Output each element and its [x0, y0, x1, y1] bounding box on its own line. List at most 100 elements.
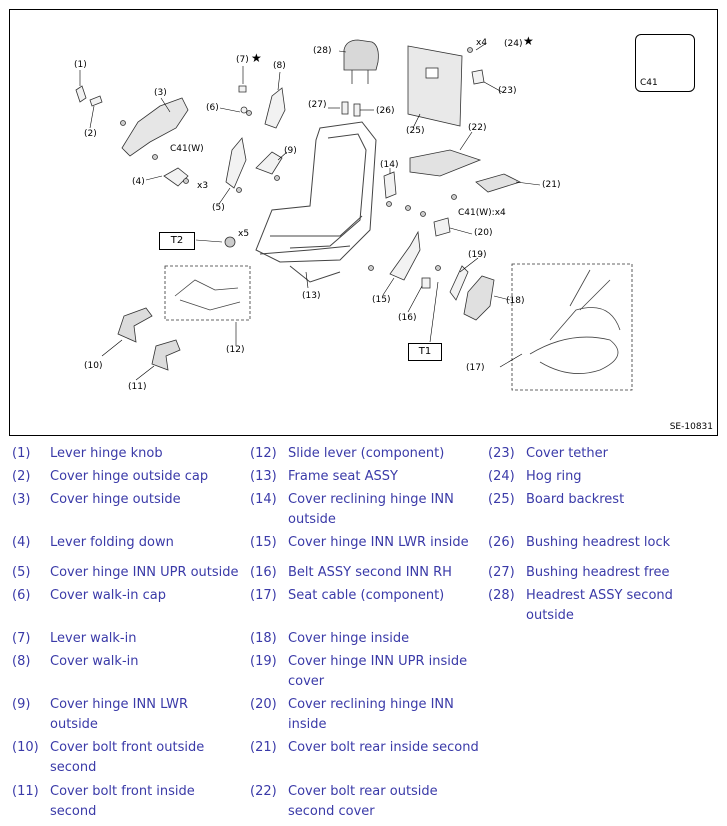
legend-number: (16) — [250, 565, 277, 580]
qty-x4-label: x4 — [476, 38, 488, 48]
callout-10: (10) — [84, 361, 103, 371]
legend-number: (19) — [250, 654, 277, 669]
legend-label: Cover bolt rear outside second cover — [288, 784, 438, 819]
cover-hinge-inn-upr-outside-part — [225, 137, 247, 189]
board-backrest-part — [407, 45, 463, 127]
legend-label: Cover bolt front inside second — [50, 784, 195, 819]
callout-21: (21) — [542, 180, 561, 190]
cover-hinge-inn-upr-inside-part — [449, 265, 469, 301]
callout-25: (25) — [406, 126, 425, 136]
legend-number: (21) — [250, 740, 277, 755]
exploded-parts-diagram: (1) (2) (3) (4) (5) (6) (7) (8) (9) (10)… — [9, 9, 718, 436]
legend-number: (10) — [12, 740, 39, 755]
callout-3: (3) — [154, 88, 167, 98]
cover-hinge-outside-cap-part — [89, 95, 103, 107]
legend-label: Bushing headrest lock — [526, 535, 671, 550]
legend-label: Cover hinge outside — [50, 492, 181, 507]
legend-label: Cover hinge INN LWR outside — [50, 697, 189, 732]
cover-hinge-inn-lwr-inside-part — [389, 230, 421, 281]
legend-number: (8) — [12, 654, 31, 669]
callout-12: (12) — [226, 345, 245, 355]
legend-number: (3) — [12, 492, 31, 507]
cover-bolt-rear-inside-part — [475, 173, 522, 193]
qty-x5-label: x5 — [238, 229, 250, 239]
callout-4: (4) — [132, 177, 145, 187]
legend-number: (12) — [250, 446, 277, 461]
callout-19: (19) — [468, 250, 487, 260]
legend-number: (23) — [488, 446, 515, 461]
legend-label: Frame seat ASSY — [288, 469, 398, 484]
legend-label: Seat cable (component) — [288, 588, 445, 603]
callout-27: (27) — [308, 100, 327, 110]
cover-hinge-inn-lwr-outside-part — [255, 151, 283, 175]
callout-24: (24) — [504, 39, 523, 49]
legend-number: (22) — [250, 784, 277, 799]
callout-16: (16) — [398, 313, 417, 323]
c41w-x4-label: C41(W):x4 — [458, 208, 506, 218]
callout-23: (23) — [498, 86, 517, 96]
callout-15: (15) — [372, 295, 391, 305]
callout-6: (6) — [206, 103, 219, 113]
legend-number: (9) — [12, 697, 31, 712]
callout-8: (8) — [273, 61, 286, 71]
legend-label: Cover walk-in cap — [50, 588, 166, 603]
callout-11: (11) — [128, 382, 147, 392]
legend-number: (18) — [250, 631, 277, 646]
cover-walk-in-part — [264, 87, 286, 129]
legend-label: Headrest ASSY second outside — [526, 588, 673, 623]
legend-label: Cover reclining hinge INN inside — [288, 697, 454, 732]
diagram-id: SE-10831 — [669, 422, 713, 432]
legend-label: Board backrest — [526, 492, 625, 507]
callout-14: (14) — [380, 160, 399, 170]
legend-label: Cover reclining hinge INN outside — [288, 492, 454, 527]
legend-number: (13) — [250, 469, 277, 484]
legend-label: Cover hinge outside cap — [50, 469, 209, 484]
star-mark-24: ★ — [523, 34, 534, 48]
seat-cable-part — [529, 269, 621, 374]
callout-22: (22) — [468, 123, 487, 133]
lever-hinge-knob-part — [75, 85, 87, 103]
frame-seat-part — [255, 121, 377, 283]
legend-number: (27) — [488, 565, 515, 580]
cover-walk-in-cap-part — [240, 106, 248, 114]
legend-number: (7) — [12, 631, 31, 646]
callout-20: (20) — [474, 228, 493, 238]
cover-bolt-front-outside-part — [117, 307, 153, 343]
cover-bolt-rear-outside-part — [409, 149, 482, 177]
torque-t1-box: T1 — [408, 343, 442, 361]
legend-label: Cover hinge INN UPR outside — [50, 565, 239, 580]
lever-walk-in-part — [238, 85, 247, 93]
callout-2: (2) — [84, 129, 97, 139]
legend-number: (28) — [488, 588, 515, 603]
c41w-label: C41(W) — [170, 144, 204, 154]
headrest-part — [343, 39, 379, 71]
legend-number: (15) — [250, 535, 277, 550]
diagram-artwork — [75, 39, 679, 391]
legend-label: Cover tether — [526, 446, 608, 461]
legend-label: Lever folding down — [50, 535, 174, 550]
connector-c41-label: C41 — [640, 78, 658, 88]
cover-hinge-outside-part — [121, 97, 189, 157]
belt-assy-part — [421, 277, 431, 289]
legend-number: (5) — [12, 565, 31, 580]
legend-number: (2) — [12, 469, 31, 484]
callout-5: (5) — [212, 203, 225, 213]
cover-reclining-hinge-inn-outside-part — [383, 171, 397, 199]
qty-x3-label: x3 — [197, 181, 209, 191]
callout-7: (7) — [236, 55, 249, 65]
callout-17: (17) — [466, 363, 485, 373]
callout-18: (18) — [506, 296, 525, 306]
legend-label: Bushing headrest free — [526, 565, 670, 580]
legend-label: Belt ASSY second INN RH — [288, 565, 452, 580]
legend-number: (25) — [488, 492, 515, 507]
callout-26: (26) — [376, 106, 395, 116]
cover-bolt-front-inside-part — [151, 339, 181, 371]
torque-t2-box: T2 — [159, 232, 195, 250]
cover-tether-part — [471, 69, 485, 85]
legend-label: Cover hinge INN UPR inside cover — [288, 654, 468, 689]
legend-label: Slide lever (component) — [288, 446, 445, 461]
lever-folding-down-part — [163, 167, 189, 187]
parts-legend: (1)Lever hinge knob (2)Cover hinge outsi… — [12, 444, 718, 824]
legend-number: (26) — [488, 535, 515, 550]
legend-label: Lever hinge knob — [50, 446, 163, 461]
